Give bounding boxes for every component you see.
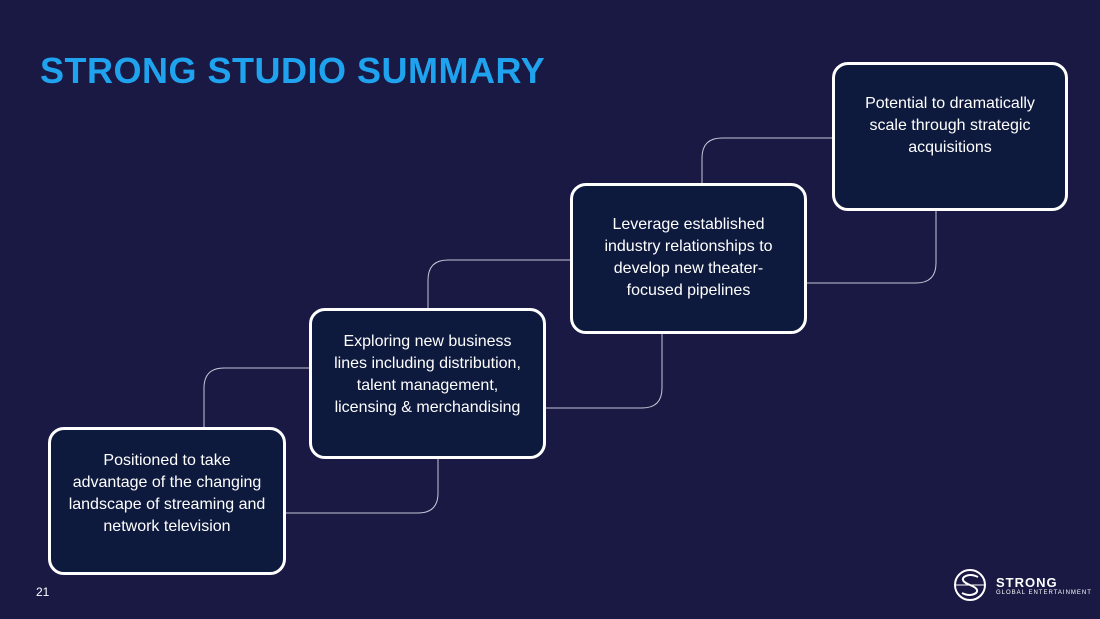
step-box-2: Exploring new business lines including d… <box>309 308 546 459</box>
connector <box>286 459 439 514</box>
logo-name: STRONG <box>996 574 1058 590</box>
step-text: Leverage established industry relationsh… <box>604 216 773 299</box>
step-text: Exploring new business lines including d… <box>334 333 521 416</box>
globe-icon <box>954 569 986 601</box>
connector <box>807 211 937 284</box>
company-logo: STRONG GLOBAL ENTERTAINMENT <box>952 567 1092 603</box>
step-text: Positioned to take advantage of the chan… <box>68 452 266 535</box>
connector <box>427 259 570 308</box>
connector <box>546 334 663 409</box>
step-text: Potential to dramatically scale through … <box>865 95 1035 156</box>
page-number: 21 <box>36 585 50 599</box>
logo-tagline: GLOBAL ENTERTAINMENT <box>996 589 1092 596</box>
step-box-1: Positioned to take advantage of the chan… <box>48 427 286 575</box>
slide-title: STRONG STUDIO SUMMARY <box>40 50 546 91</box>
connector <box>701 137 832 183</box>
step-box-3: Leverage established industry relationsh… <box>570 183 807 334</box>
step-box-4: Potential to dramatically scale through … <box>832 62 1068 211</box>
connector <box>203 367 309 427</box>
